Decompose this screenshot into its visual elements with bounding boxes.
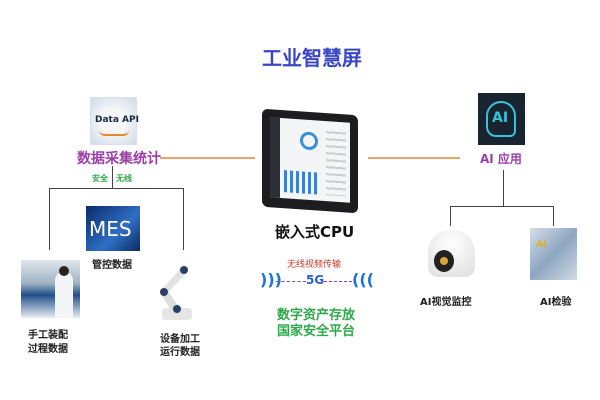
- mes-image: MES: [86, 206, 140, 251]
- tag-wireless: 无线: [116, 174, 132, 183]
- ai-application-heading: AI 应用: [480, 152, 522, 166]
- page-title: 工业智慧屏: [262, 46, 362, 70]
- wireless-video-label: 无线视频传输: [287, 260, 342, 270]
- robot-arm-image: [160, 266, 192, 320]
- platform-line-1: 数字资产存放: [277, 308, 356, 323]
- data-collection-heading: 数据采集统计: [77, 151, 161, 167]
- data-api-image: Data API: [90, 97, 139, 145]
- signal-right-icon: (((: [352, 270, 374, 289]
- tablet-image: [262, 108, 358, 214]
- ai-inspection-label: AI检验: [540, 297, 572, 308]
- camera-image: [428, 230, 475, 277]
- tag-secure: 安全: [92, 174, 108, 183]
- manual-assembly-label-1: 手工装配: [28, 330, 68, 341]
- equipment-label-1: 设备加工: [160, 334, 200, 345]
- equipment-label-2: 运行数据: [160, 347, 200, 358]
- platform-line-2: 国家安全平台: [277, 324, 356, 339]
- manual-assembly-image: [21, 260, 80, 318]
- manual-assembly-label-2: 过程数据: [28, 344, 68, 355]
- ai-inspection-image: AI: [530, 228, 577, 280]
- connector-left: [160, 157, 255, 159]
- ai-vision-label: AI视觉监控: [420, 297, 472, 308]
- connector-right: [368, 157, 460, 159]
- embedded-cpu-label: 嵌入式CPU: [275, 223, 355, 241]
- mes-label: 管控数据: [92, 260, 132, 271]
- ai-image: AI: [478, 93, 525, 145]
- signal-left-icon: ))): [260, 270, 282, 289]
- 5g-badge: 5G: [306, 273, 325, 287]
